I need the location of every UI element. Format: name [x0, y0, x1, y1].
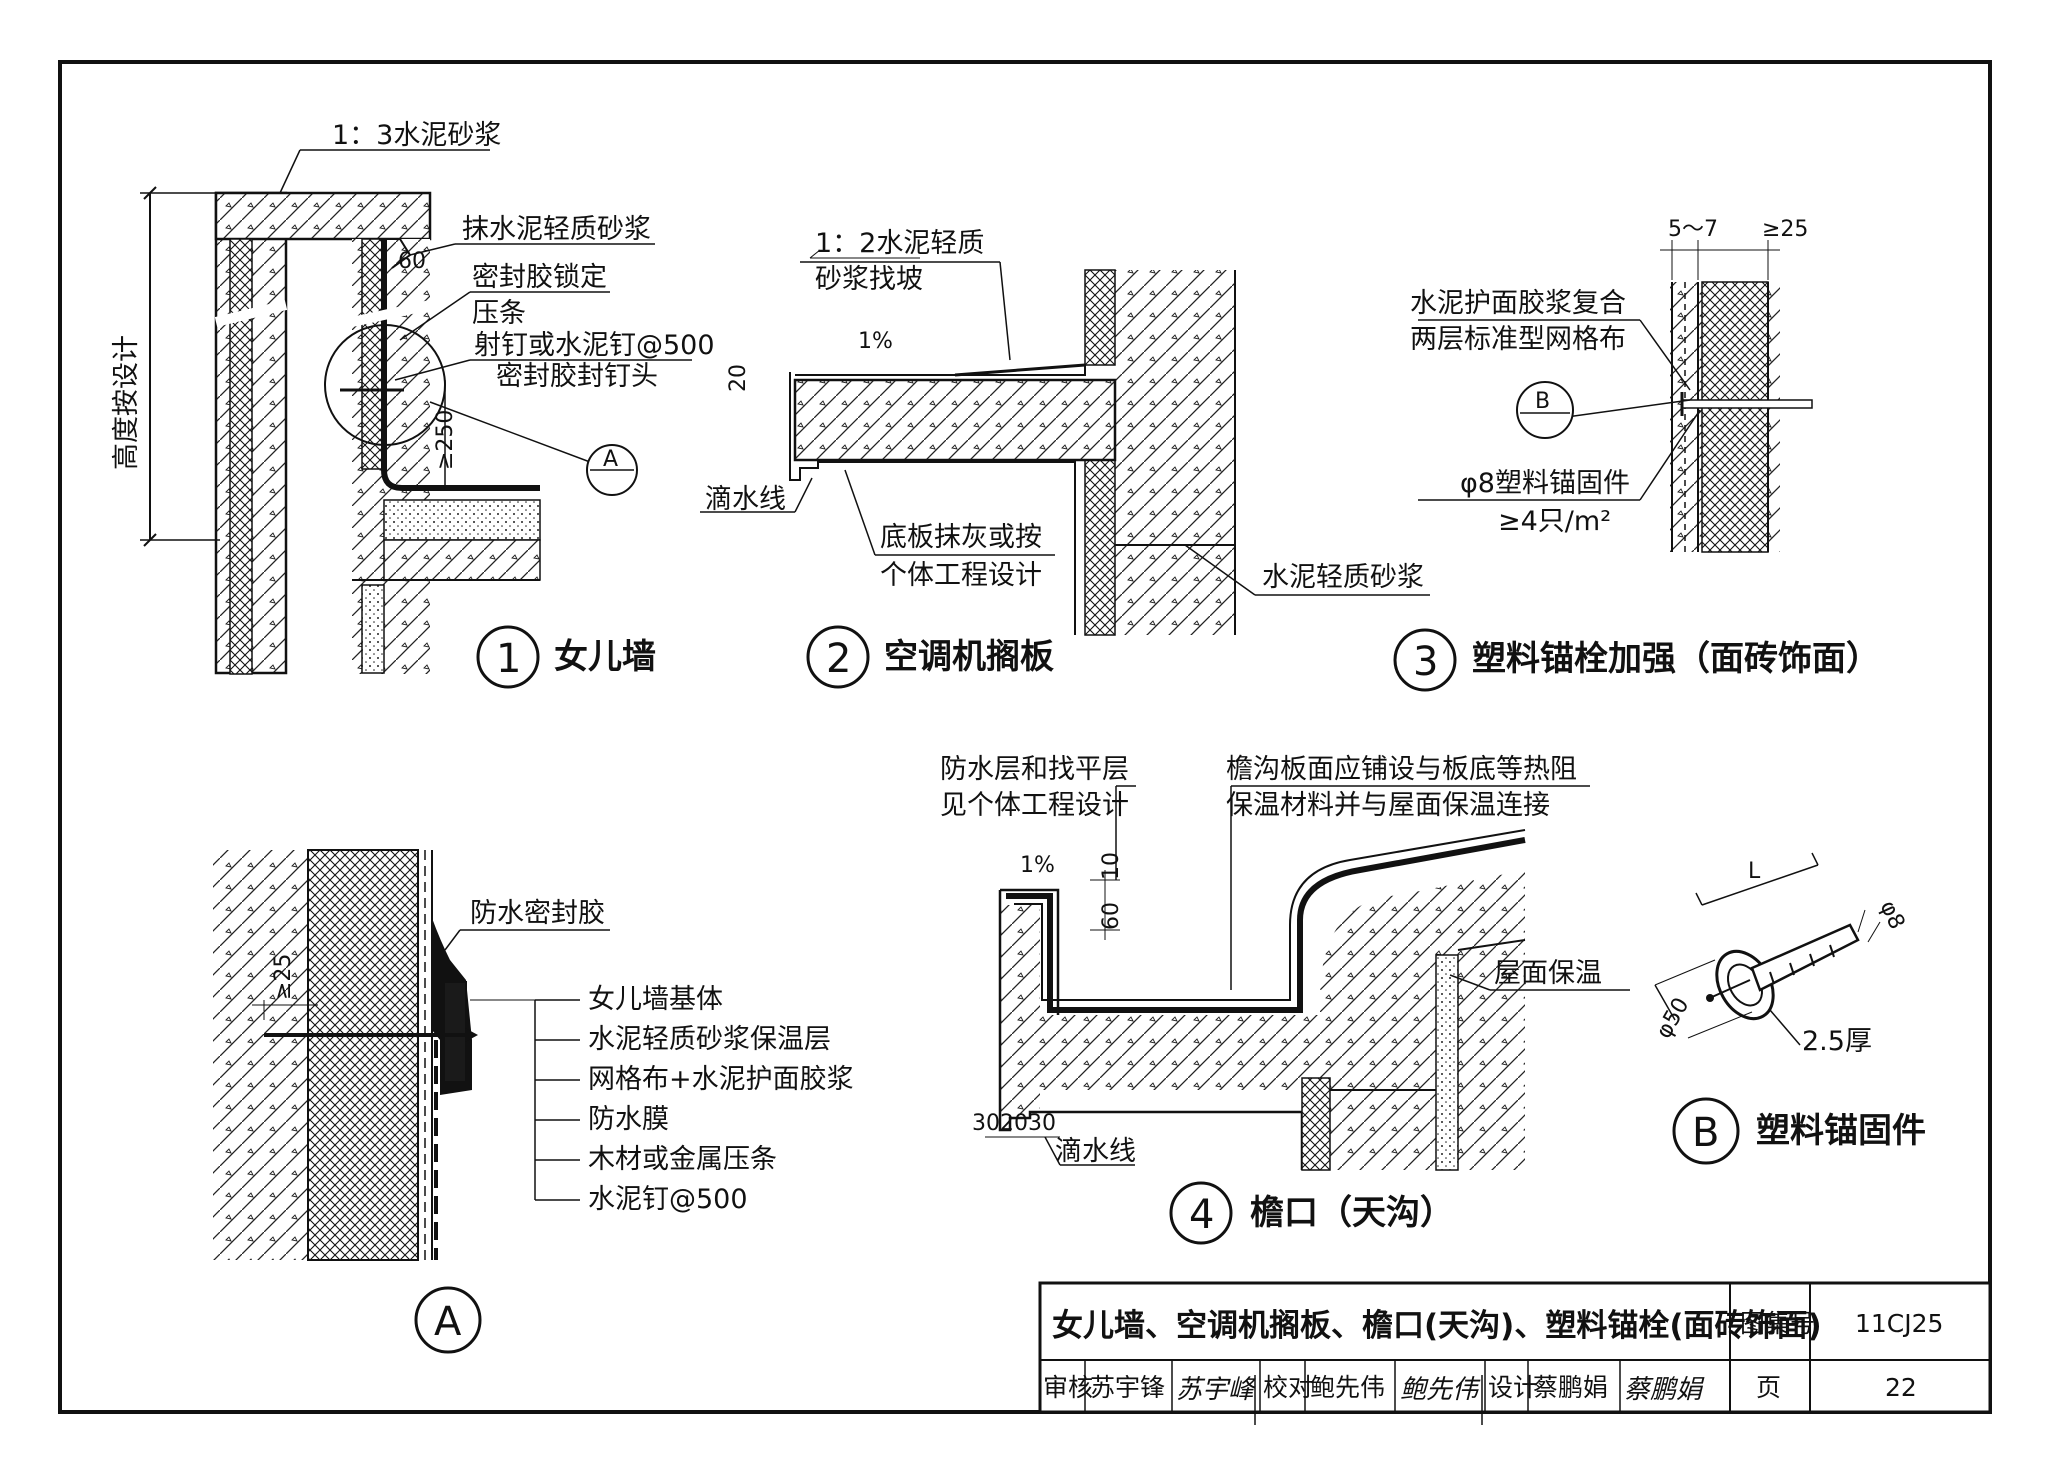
- da-item-2: 网格布+水泥护面胶浆: [588, 1064, 854, 1095]
- d4-dim-bottom: 302030: [972, 1111, 1056, 1136]
- detail-4-gutter: [985, 785, 1630, 1171]
- design-label: 设计: [1488, 1373, 1538, 1402]
- da-ref-circle: [414, 1286, 482, 1354]
- d2-slope-mortar-2: 砂浆找坡: [815, 264, 923, 295]
- d4-gutter-1: 檐沟板面应铺设与板底等热阻: [1226, 754, 1577, 785]
- d4-wp-2: 见个体工程设计: [940, 790, 1129, 821]
- d1-dim-60: 60: [398, 249, 426, 274]
- detail-a-enlarged: [213, 849, 610, 1261]
- d1-mortar-cap-label: 1：3水泥砂浆: [332, 120, 501, 151]
- db-dim-50: φ50: [1652, 994, 1695, 1043]
- da-item-0: 女儿墙基体: [588, 984, 723, 1015]
- d2-slope: 1%: [858, 329, 893, 354]
- atlas-no-label: 图集号: [1740, 1309, 1815, 1338]
- d2-number: 2: [826, 636, 851, 682]
- d1-nail-label: 射钉或水泥钉@500: [474, 330, 715, 361]
- d1-height-note: 高度按设计: [111, 335, 142, 470]
- da-sealant-label: 防水密封胶: [470, 898, 605, 929]
- d2-bottom-2: 个体工程设计: [880, 560, 1042, 591]
- db-ref: B: [1692, 1110, 1719, 1156]
- d3-anchor-1: φ8塑料锚固件: [1460, 468, 1630, 499]
- d4-drip: 滴水线: [1055, 1136, 1136, 1167]
- d1-number-circle: [476, 625, 540, 689]
- page-no: 22: [1885, 1373, 1917, 1402]
- checker-signature: 鲍先伟: [1400, 1375, 1481, 1405]
- d2-caption: 空调机搁板: [884, 637, 1054, 677]
- d2-bottom-1: 底板抹灰或按: [880, 522, 1042, 553]
- d4-gutter-2: 保温材料并与屋面保温连接: [1226, 790, 1550, 821]
- d4-roof-insul: 屋面保温: [1494, 958, 1602, 989]
- checker-name: 鲍先伟: [1310, 1373, 1385, 1402]
- d3-dim-a: 5～7: [1668, 217, 1718, 242]
- d2-number-circle: [806, 625, 870, 689]
- d3-caption: 塑料锚栓加强（面砖饰面）: [1472, 639, 1880, 679]
- da-item-5: 水泥钉@500: [588, 1184, 748, 1215]
- title-block: [1038, 1281, 1992, 1425]
- d1-number: 1: [496, 636, 521, 682]
- da-item-3: 防水膜: [588, 1104, 669, 1135]
- d4-number: 4: [1189, 1192, 1214, 1238]
- db-ref-circle: [1672, 1097, 1740, 1165]
- d1-caption: 女儿墙: [554, 637, 656, 677]
- designer-name: 蔡鹏娟: [1533, 1373, 1608, 1402]
- reviewer-signature: 苏宇峰: [1176, 1375, 1256, 1405]
- d1-ref-a: A: [603, 447, 618, 472]
- d3-ref-b: B: [1535, 389, 1550, 414]
- detail-1-parapet: [140, 149, 692, 675]
- atlas-no: 11CJ25: [1855, 1309, 1943, 1338]
- db-dim-l: L: [1748, 859, 1761, 884]
- d2-slope-mortar-1: 1：2水泥轻质: [815, 228, 984, 259]
- d3-mesh-1: 水泥护面胶浆复合: [1410, 288, 1626, 319]
- page-label: 页: [1756, 1373, 1781, 1402]
- d2-drip-label: 滴水线: [705, 484, 786, 515]
- d4-number-circle: [1169, 1181, 1233, 1245]
- d4-dim-60: 60: [1099, 902, 1124, 930]
- db-caption: 塑料锚固件: [1756, 1111, 1926, 1151]
- d4-slope: 1%: [1020, 853, 1055, 878]
- d1-dim-250: ≥250: [433, 410, 458, 470]
- da-ref: A: [434, 1299, 462, 1345]
- reviewer-name: 苏宇锋: [1090, 1373, 1165, 1402]
- d1-nail-seal-label: 密封胶封钉头: [496, 361, 658, 392]
- d1-strip-label: 压条: [472, 298, 526, 329]
- d1-plaster-label: 抹水泥轻质砂浆: [462, 214, 651, 245]
- sheet-title: 女儿墙、空调机搁板、檐口(天沟)、塑料锚栓(面砖饰面): [1052, 1308, 1822, 1344]
- d3-anchor-2: ≥4只/m²: [1498, 506, 1611, 537]
- db-thick: 2.5厚: [1802, 1026, 1872, 1057]
- designer-signature: 蔡鹏娟: [1624, 1375, 1705, 1405]
- detail-3-anchor: [1418, 240, 1813, 553]
- d2-insul-label: 水泥轻质砂浆: [1262, 562, 1424, 593]
- d3-dim-b: ≥25: [1762, 217, 1808, 242]
- detail-2-ac-shelf: [700, 249, 1430, 636]
- d1-sealant-lock-label: 密封胶锁定: [472, 262, 607, 293]
- review-label: 审核: [1043, 1373, 1093, 1402]
- d3-mesh-2: 两层标准型网格布: [1410, 324, 1626, 355]
- da-item-1: 水泥轻质砂浆保温层: [588, 1024, 831, 1055]
- d4-wp-1: 防水层和找平层: [940, 754, 1129, 785]
- d3-number-circle: [1393, 628, 1457, 692]
- da-item-4: 木材或金属压条: [588, 1144, 777, 1175]
- detail-b-anchor: [1654, 852, 1881, 1046]
- d3-number: 3: [1413, 639, 1438, 685]
- check-label: 校对: [1263, 1373, 1313, 1402]
- db-dim-8: φ8: [1875, 897, 1910, 933]
- d2-dim-20: 20: [726, 364, 751, 392]
- da-dim-25: ≥25: [271, 954, 296, 1000]
- sheet-border: [58, 60, 1992, 1414]
- d4-caption: 檐口（天沟）: [1250, 1193, 1454, 1233]
- d4-dim-10: 10: [1099, 852, 1124, 880]
